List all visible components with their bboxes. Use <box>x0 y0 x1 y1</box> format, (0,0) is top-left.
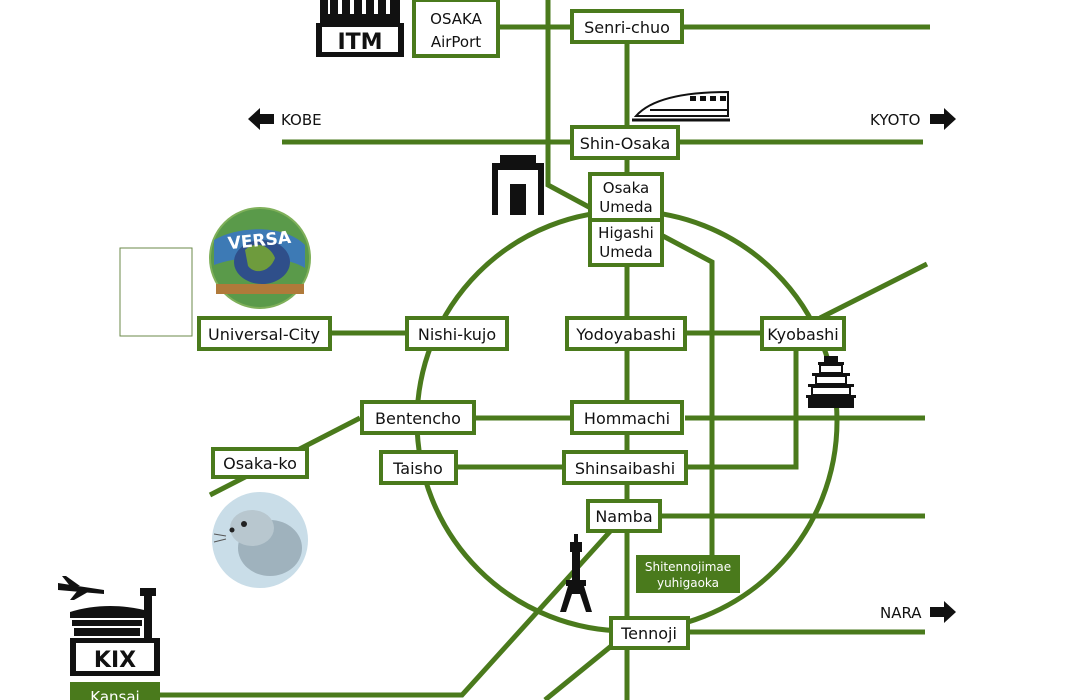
direction-kobe-label: KOBE <box>281 111 322 129</box>
station-shitennojimae-label-1: Shitennojimae <box>645 560 731 574</box>
line-nagahori <box>685 345 799 470</box>
direction-kobe: KOBE <box>248 108 322 130</box>
station-taisho-label: Taisho <box>392 459 443 478</box>
line-kansai-airport <box>160 524 617 698</box>
itm-label: ITM <box>337 30 382 55</box>
station-senri-chuo[interactable]: Senri-chuo <box>570 9 684 44</box>
station-osaka-ko[interactable]: Osaka-ko <box>211 447 309 479</box>
station-kyobashi-label: Kyobashi <box>767 325 838 344</box>
line-kyobashi-ne <box>818 261 929 321</box>
station-kansai[interactable]: Kansai <box>70 682 160 700</box>
station-kansai-label: Kansai <box>90 688 139 700</box>
station-taisho[interactable]: Taisho <box>379 450 458 485</box>
station-shitennojimae-label-2: yuhigaoka <box>657 576 719 590</box>
station-universal-city-label: Universal-City <box>208 325 320 344</box>
station-shin-osaka-label: Shin-Osaka <box>580 134 671 153</box>
station-namba-label: Namba <box>595 507 652 526</box>
kix-terminal-icon: KIX <box>70 588 160 676</box>
station-osaka-ko-label: Osaka-ko <box>223 454 297 473</box>
arrow-right-icon <box>930 108 956 130</box>
line-hankyu <box>545 0 602 216</box>
station-universal-city[interactable]: Universal-City <box>197 316 332 351</box>
station-hommachi-label: Hommachi <box>584 409 670 428</box>
station-higashi-umeda[interactable]: Higashi Umeda <box>588 218 664 267</box>
image-frame <box>119 247 193 337</box>
station-nishi-kujo-label: Nishi-kujo <box>418 325 496 344</box>
station-osaka-airport-label-2: AirPort <box>431 33 481 51</box>
direction-kyoto-label: KYOTO <box>870 111 920 129</box>
station-osaka-umeda-label-1: Osaka <box>603 179 649 197</box>
station-higashi-umeda-label-2: Umeda <box>599 243 653 261</box>
station-senri-chuo-label: Senri-chuo <box>584 18 670 37</box>
station-higashi-umeda-label-1: Higashi <box>598 224 654 242</box>
station-osaka-umeda-label-2: Umeda <box>599 198 653 216</box>
airport-terminal-icon: ITM <box>316 0 404 57</box>
seal-aquarium-icon <box>212 492 308 588</box>
station-namba[interactable]: Namba <box>586 499 662 533</box>
station-shinsaibashi[interactable]: Shinsaibashi <box>562 450 688 485</box>
station-shitennojimae-yuhigaoka[interactable]: Shitennojimae yuhigaoka <box>636 555 740 593</box>
tsutenkaku-tower-icon <box>560 534 592 612</box>
station-shin-osaka[interactable]: Shin-Osaka <box>570 125 680 160</box>
line-tennoji-sw <box>543 641 617 700</box>
arrow-right-icon <box>930 601 956 623</box>
rail-lines <box>160 0 930 700</box>
umeda-building-icon <box>492 155 544 215</box>
direction-kyoto: KYOTO <box>870 108 956 130</box>
direction-nara-label: NARA <box>880 604 922 622</box>
osaka-castle-icon <box>806 356 856 408</box>
direction-nara: NARA <box>880 601 956 623</box>
arrow-left-icon <box>248 108 274 130</box>
station-shinsaibashi-label: Shinsaibashi <box>575 459 675 478</box>
station-osaka-airport-label-1: OSAKA <box>430 10 482 28</box>
station-osaka-airport[interactable]: OSAKA AirPort <box>412 0 500 58</box>
station-bentencho[interactable]: Bentencho <box>360 400 476 435</box>
station-hommachi[interactable]: Hommachi <box>570 400 684 435</box>
station-osaka-umeda[interactable]: Osaka Umeda <box>588 172 664 222</box>
station-tennoji[interactable]: Tennoji <box>609 616 690 650</box>
airplane-icon <box>58 576 104 600</box>
station-bentencho-label: Bentencho <box>375 409 461 428</box>
station-kyobashi[interactable]: Kyobashi <box>760 316 846 351</box>
station-yodoyabashi[interactable]: Yodoyabashi <box>565 316 687 351</box>
station-nishi-kujo[interactable]: Nishi-kujo <box>405 316 509 351</box>
station-yodoyabashi-label: Yodoyabashi <box>575 325 676 344</box>
station-tennoji-label: Tennoji <box>620 624 677 643</box>
universal-globe-icon: VERSA <box>209 207 311 309</box>
kix-label: KIX <box>94 648 136 673</box>
shinkansen-icon <box>632 90 730 122</box>
